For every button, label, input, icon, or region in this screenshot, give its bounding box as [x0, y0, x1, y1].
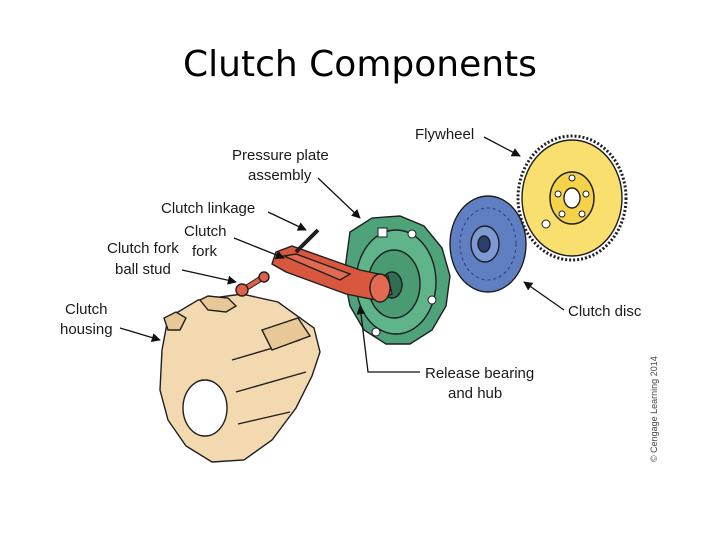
label-flywheel: Flywheel [415, 126, 474, 143]
leader-clutch-housing [119, 327, 161, 343]
label-ball-stud-line1: Clutch fork [107, 240, 179, 257]
leader-pressure-plate [317, 177, 361, 219]
label-clutch-fork-line1: Clutch [184, 223, 227, 240]
clutch-fork [271, 228, 393, 303]
label-clutch-fork-line2: fork [192, 243, 218, 260]
pressure-plate-assembly [343, 215, 451, 345]
flywheel [516, 134, 628, 262]
clutch-housing [159, 293, 321, 463]
label-release-bearing-line1: Release bearing [425, 365, 534, 382]
label-ball-stud-line2: ball stud [115, 261, 171, 278]
label-clutch-linkage: Clutch linkage [161, 200, 255, 217]
label-release-bearing-line2: and hub [448, 385, 502, 402]
leader-clutch-disc [523, 281, 565, 311]
leader-release-bearing [356, 305, 420, 373]
page-title: Clutch Components [183, 44, 537, 85]
label-pressure-plate-line2: assembly [248, 167, 312, 184]
leader-ball-stud [181, 269, 237, 285]
leader-clutch-fork [233, 237, 285, 260]
label-clutch-housing-line2: housing [60, 321, 113, 338]
label-clutch-disc: Clutch disc [568, 303, 642, 320]
leader-clutch-linkage [267, 211, 307, 231]
clutch-fork-ball-stud [235, 271, 270, 297]
leader-flywheel [483, 136, 521, 157]
leader-lines [119, 136, 565, 373]
copyright-credit: © Cengage Learning 2014 [649, 356, 659, 462]
label-pressure-plate-line1: Pressure plate [232, 147, 329, 164]
label-clutch-housing-line1: Clutch [65, 301, 108, 318]
clutch-disc [449, 195, 527, 293]
